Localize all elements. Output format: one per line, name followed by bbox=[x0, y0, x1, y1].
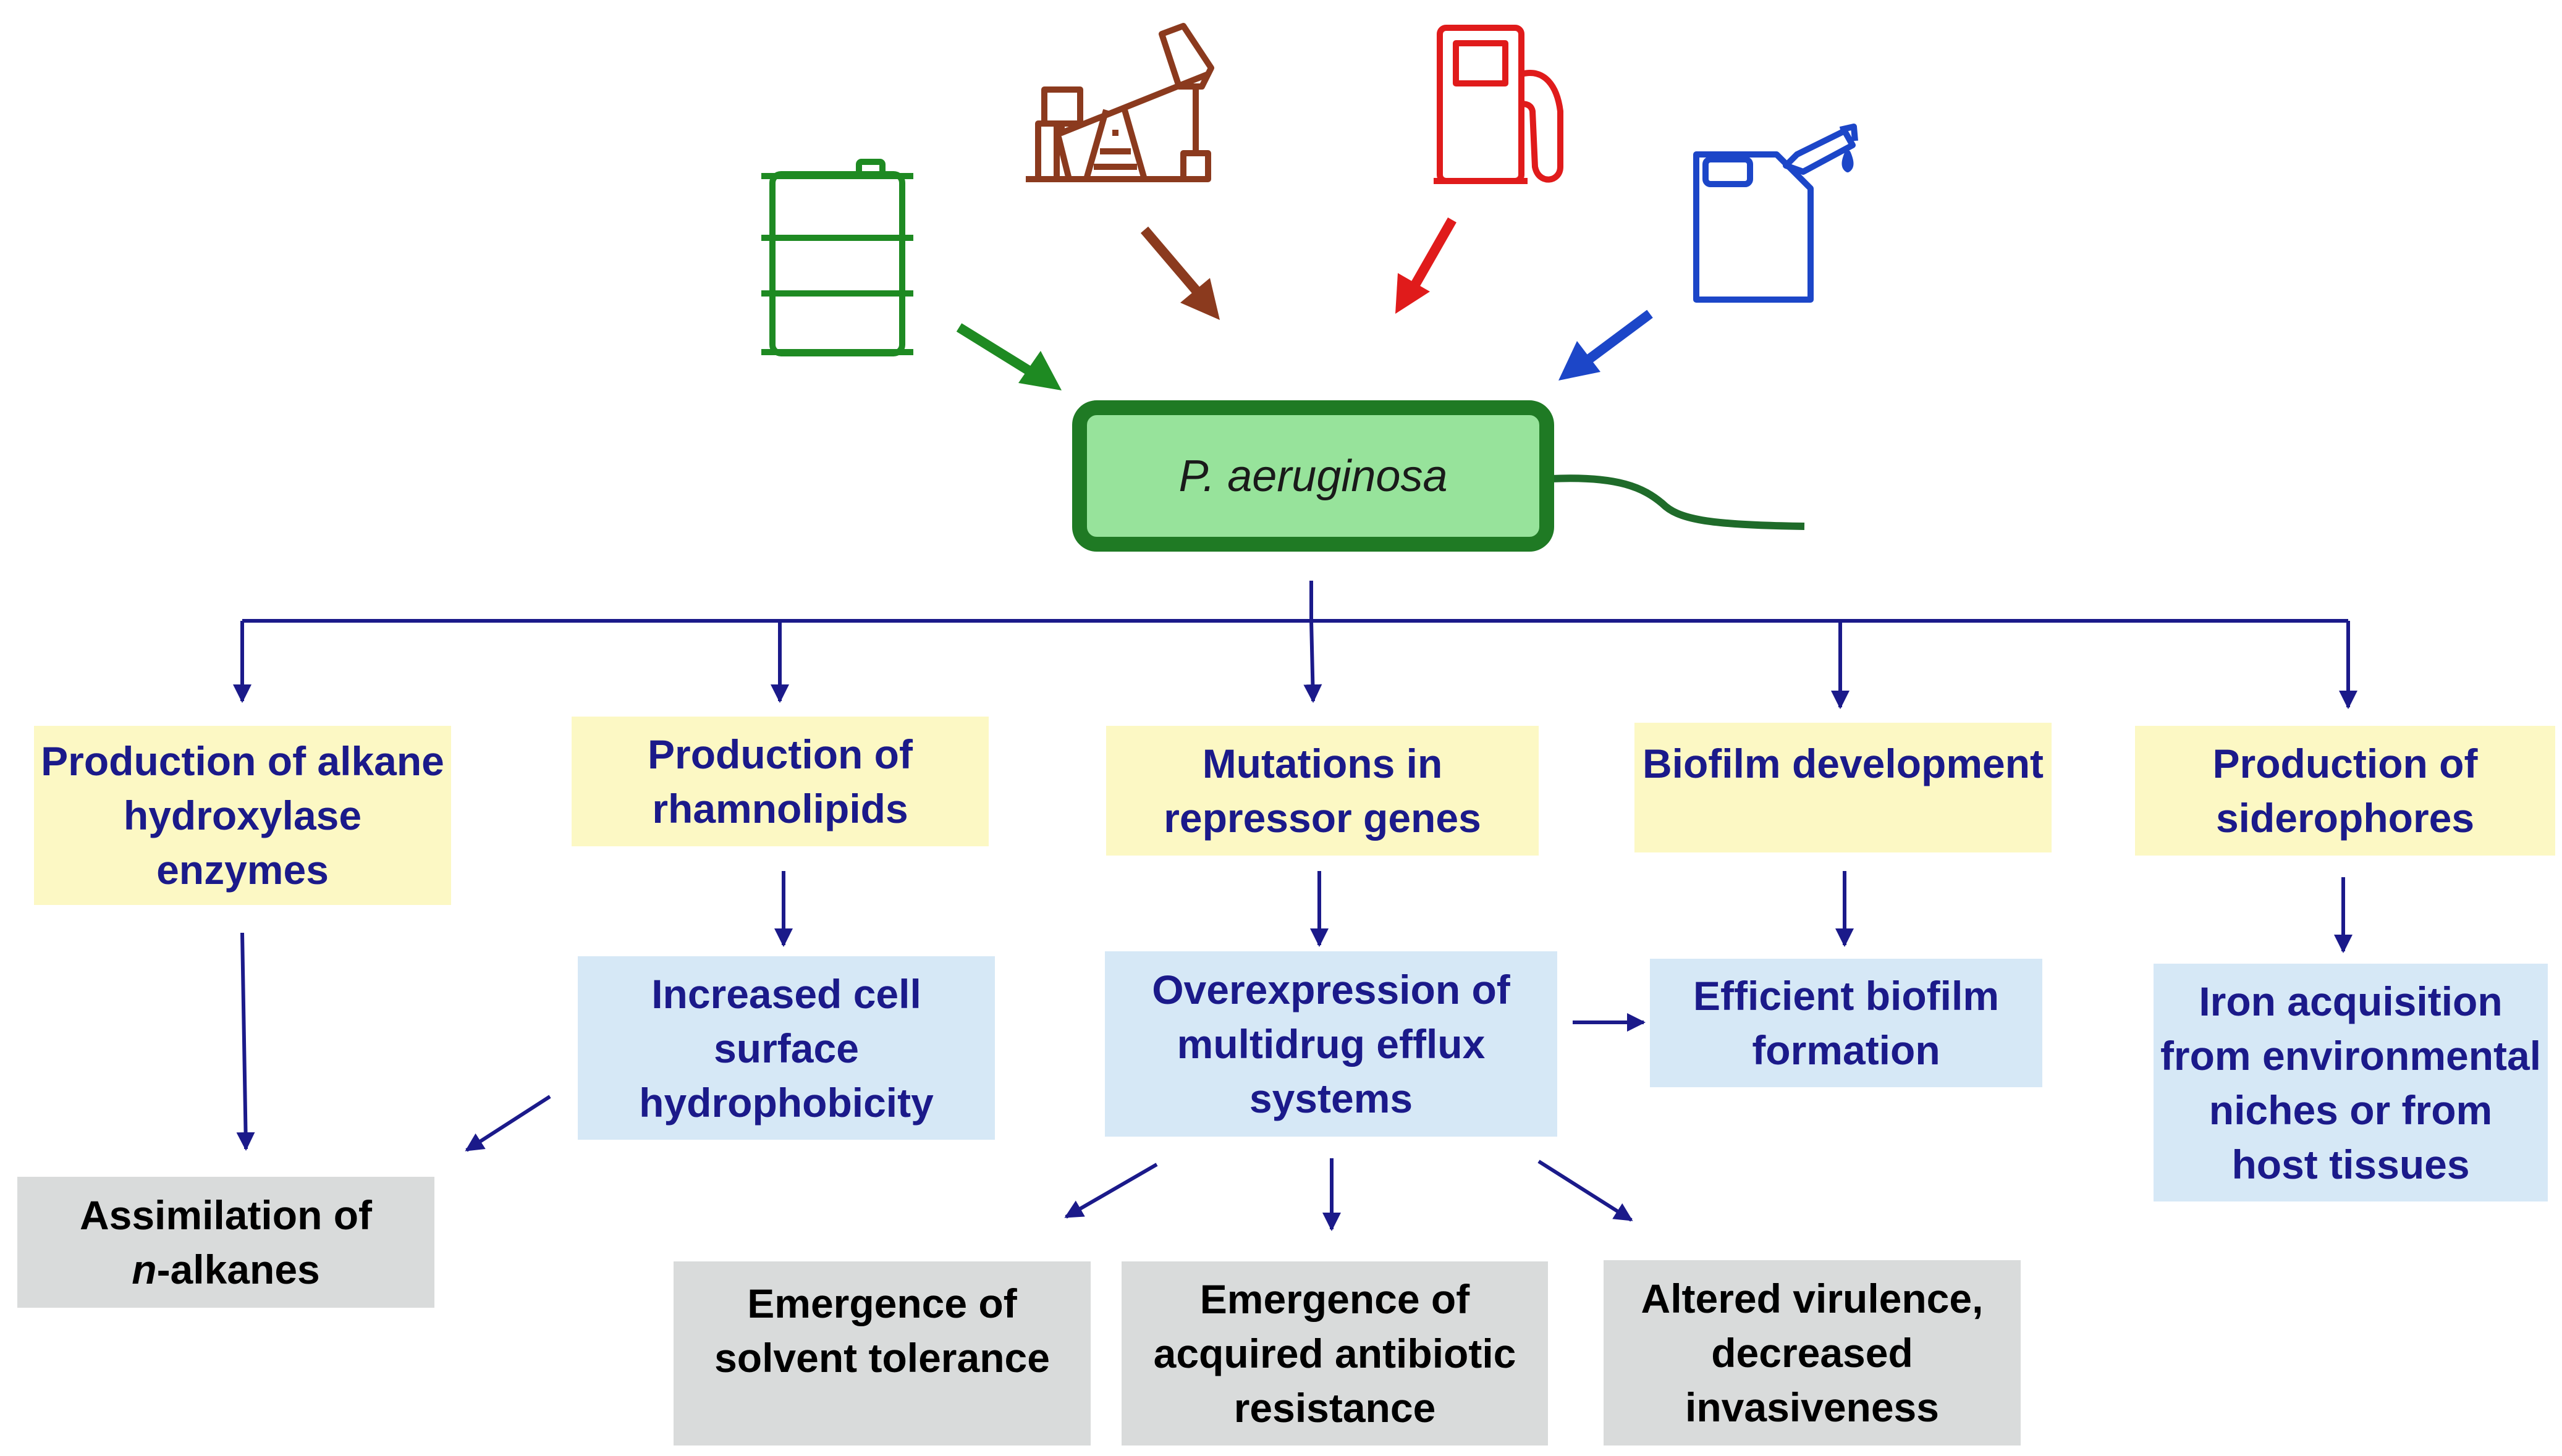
rhamnolipids-line-1: Production of bbox=[648, 731, 913, 777]
mutations-line-1: Mutations in bbox=[1202, 741, 1443, 786]
cell-surface-hydrophobicity-box: Increased cell surface hydrophobicity bbox=[578, 956, 995, 1140]
alkane-hydroxylase-box: Production of alkane hydroxylase enzymes bbox=[34, 726, 451, 905]
efflux-line-1: Overexpression of bbox=[1152, 967, 1510, 1012]
antibiotic-line-3: resistance bbox=[1233, 1385, 1436, 1431]
n-prefix: n bbox=[132, 1247, 157, 1292]
efflux-line-2: multidrug efflux bbox=[1177, 1021, 1486, 1067]
oil-pumpjack-icon bbox=[1026, 23, 1214, 182]
alkane-line-1: Production of alkane bbox=[41, 738, 444, 784]
efflux-systems-box: Overexpression of multidrug efflux syste… bbox=[1105, 951, 1557, 1137]
brown-arrowhead bbox=[1180, 278, 1220, 320]
input-arrows bbox=[956, 217, 1653, 390]
assimilation-line-2: n-alkanes bbox=[132, 1242, 320, 1297]
virulence-box: Altered virulence, decreased invasivenes… bbox=[1604, 1260, 2021, 1445]
n-alkanes-assimilation-box: Assimilation of n-alkanes bbox=[17, 1177, 434, 1308]
blue-arrowhead bbox=[1558, 341, 1600, 381]
antibiotic-resistance-box: Emergence of acquired antibiotic resista… bbox=[1122, 1261, 1548, 1445]
flow-arrows bbox=[236, 871, 2353, 1231]
alkane-line-2: hydroxylase bbox=[123, 793, 362, 838]
virulence-line-3: invasiveness bbox=[1685, 1384, 1939, 1430]
organism-label: P. aeruginosa bbox=[1178, 451, 1448, 501]
rhamnolipids-line-2: rhamnolipids bbox=[652, 786, 908, 831]
biofilm-development-box: Biofilm development bbox=[1634, 723, 2052, 852]
solvent-line-2: solvent tolerance bbox=[714, 1335, 1050, 1381]
alkanes-suffix: -alkanes bbox=[156, 1247, 320, 1292]
iron-acquisition-box: Iron acquisition from environmental nich… bbox=[2154, 964, 2548, 1201]
organism-box: P. aeruginosa bbox=[1072, 400, 1554, 552]
siderophores-line-2: siderophores bbox=[2215, 795, 2475, 841]
biofilm-formation-line-1: Efficient biofilm bbox=[1693, 973, 1999, 1019]
rhamnolipids-box: Production of rhamnolipids bbox=[572, 717, 989, 846]
fuel-pump-icon bbox=[1434, 25, 1563, 184]
iron-line-3: niches or from bbox=[2209, 1087, 2493, 1133]
virulence-line-2: decreased bbox=[1711, 1330, 1913, 1376]
green-arrowhead bbox=[1018, 351, 1062, 390]
iron-line-4: host tissues bbox=[2231, 1141, 2470, 1187]
oil-barrel-icon bbox=[761, 159, 913, 356]
biofilm-line-1: Biofilm development bbox=[1642, 741, 2044, 786]
hydrophobicity-line-2: surface bbox=[714, 1025, 859, 1071]
repressor-mutations-box: Mutations in repressor genes bbox=[1106, 726, 1539, 856]
red-arrowhead bbox=[1395, 273, 1430, 314]
antibiotic-line-1: Emergence of bbox=[1199, 1276, 1470, 1322]
distribution-lines bbox=[233, 581, 2357, 709]
siderophores-line-1: Production of bbox=[2212, 741, 2478, 786]
efflux-line-3: systems bbox=[1249, 1075, 1413, 1121]
solvent-tolerance-box: Emergence of solvent tolerance bbox=[674, 1261, 1091, 1445]
iron-line-1: Iron acquisition bbox=[2199, 978, 2503, 1024]
biofilm-formation-box: Efficient biofilm formation bbox=[1650, 959, 2042, 1087]
assimilation-line-1: Assimilation of bbox=[79, 1192, 373, 1238]
hydrophobicity-line-1: Increased cell bbox=[651, 970, 921, 1017]
mutations-line-2: repressor genes bbox=[1164, 795, 1481, 841]
alkane-line-3: enzymes bbox=[156, 847, 329, 893]
siderophores-box: Production of siderophores bbox=[2135, 726, 2555, 856]
virulence-line-1: Altered virulence, bbox=[1641, 1276, 1984, 1321]
hydrophobicity-line-3: hydrophobicity bbox=[639, 1079, 934, 1126]
jerry-can-icon bbox=[1693, 124, 1858, 303]
antibiotic-line-2: acquired antibiotic bbox=[1153, 1331, 1516, 1376]
biofilm-formation-line-2: formation bbox=[1752, 1027, 1940, 1073]
flagellum bbox=[1550, 474, 1805, 530]
iron-line-2: from environmental bbox=[2160, 1032, 2542, 1079]
solvent-line-1: Emergence of bbox=[747, 1281, 1017, 1326]
